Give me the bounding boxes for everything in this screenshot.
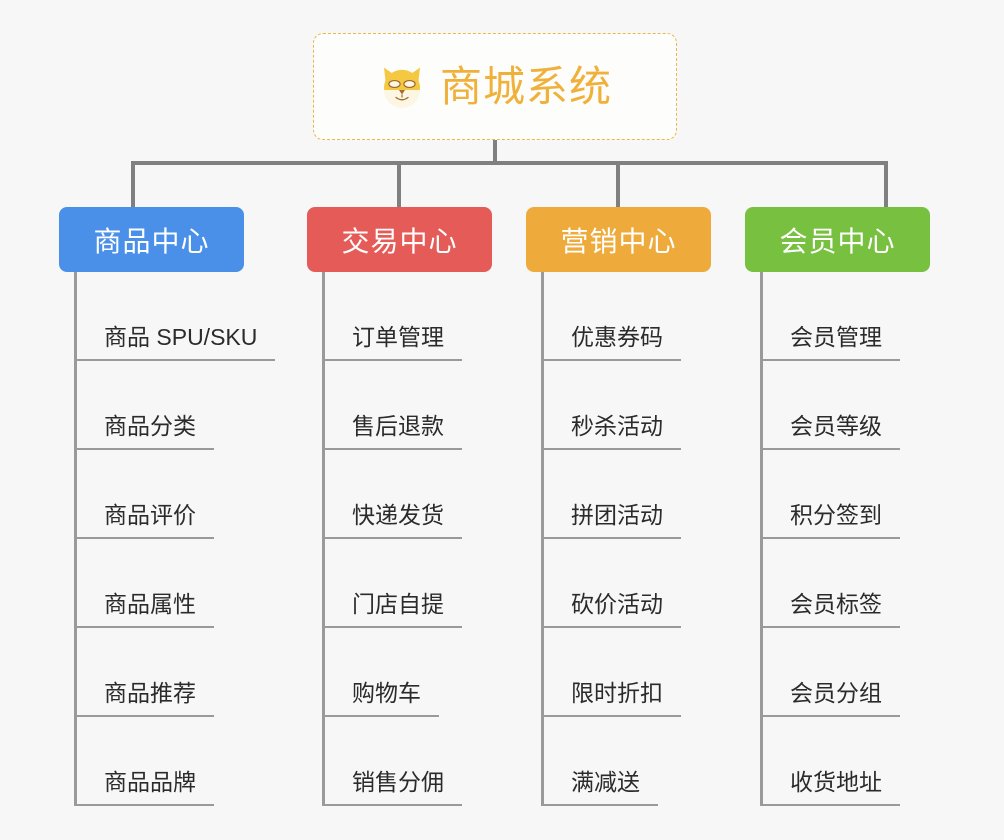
leaf-label: 购物车 [322, 680, 439, 717]
leaf-label: 拼团活动 [541, 502, 681, 539]
leaf-label: 限时折扣 [541, 680, 681, 717]
leaf-label: 售后退款 [322, 413, 462, 450]
leaf-item[interactable]: 商品分类 [59, 361, 275, 450]
leaf-item[interactable]: 商品属性 [59, 539, 275, 628]
leaf-item[interactable]: 砍价活动 [526, 539, 711, 628]
leaf-label: 优惠券码 [541, 324, 681, 361]
leaf-item[interactable]: 优惠券码 [526, 272, 711, 361]
leaf-item[interactable]: 门店自提 [307, 539, 492, 628]
branch-spine [760, 272, 763, 806]
branch-header-member-center[interactable]: 会员中心 [745, 207, 930, 272]
branch-body: 商品 SPU/SKU 商品分类 商品评价 商品属性 商品推荐 商品品牌 [59, 272, 276, 806]
leaf-item[interactable]: 商品评价 [59, 450, 275, 539]
leaf-label: 销售分佣 [322, 769, 462, 806]
leaf-item[interactable]: 商品品牌 [59, 717, 275, 806]
branch-column-product-center: 商品中心 商品 SPU/SKU 商品分类 商品评价 商品属性 商品推荐 商品品牌 [59, 207, 276, 806]
leaf-item[interactable]: 会员分组 [745, 628, 930, 717]
branch-header-label: 营销中心 [560, 225, 677, 257]
leaf-label: 商品评价 [74, 502, 214, 539]
branch-header-product-center[interactable]: 商品中心 [59, 207, 244, 272]
leaf-item[interactable]: 快递发货 [307, 450, 492, 539]
connector-drop-branch-3 [616, 161, 620, 207]
leaf-item[interactable]: 限时折扣 [526, 628, 711, 717]
leaf-item[interactable]: 购物车 [307, 628, 492, 717]
leaf-label: 会员管理 [760, 324, 900, 361]
leaf-label: 商品品牌 [74, 769, 214, 806]
leaf-label: 会员等级 [760, 413, 900, 450]
branch-column-marketing-center: 营销中心 优惠券码 秒杀活动 拼团活动 砍价活动 限时折扣 满减送 [526, 207, 711, 806]
branch-column-member-center: 会员中心 会员管理 会员等级 积分签到 会员标签 会员分组 收货地址 [745, 207, 930, 806]
branch-header-marketing-center[interactable]: 营销中心 [526, 207, 711, 272]
shiba-dog-face-icon [383, 67, 420, 108]
leaf-item[interactable]: 订单管理 [307, 272, 492, 361]
leaf-item[interactable]: 会员管理 [745, 272, 930, 361]
connector-horizontal-bus [132, 161, 887, 165]
root-title: 商城系统 [439, 62, 612, 110]
branch-spine [74, 272, 77, 806]
branch-header-label: 商品中心 [93, 225, 210, 257]
branch-column-trade-center: 交易中心 订单管理 售后退款 快递发货 门店自提 购物车 销售分佣 [307, 207, 492, 806]
root-node[interactable]: 商城系统 [313, 33, 677, 140]
branch-body: 优惠券码 秒杀活动 拼团活动 砍价活动 限时折扣 满减送 [526, 272, 711, 806]
leaf-item[interactable]: 会员等级 [745, 361, 930, 450]
leaf-label: 商品分类 [74, 413, 214, 450]
leaf-item[interactable]: 商品 SPU/SKU [59, 272, 276, 361]
leaf-item[interactable]: 会员标签 [745, 539, 930, 628]
leaf-label: 砍价活动 [541, 591, 681, 628]
branch-body: 订单管理 售后退款 快递发货 门店自提 购物车 销售分佣 [307, 272, 492, 806]
leaf-label: 会员分组 [760, 680, 900, 717]
leaf-item[interactable]: 秒杀活动 [526, 361, 711, 450]
branch-header-label: 会员中心 [779, 225, 896, 257]
leaf-label: 商品推荐 [74, 680, 214, 717]
branch-header-trade-center[interactable]: 交易中心 [307, 207, 492, 272]
connector-drop-branch-2 [397, 161, 401, 207]
leaf-label: 门店自提 [322, 591, 462, 628]
branch-spine [541, 272, 544, 806]
leaf-label: 会员标签 [760, 591, 900, 628]
leaf-label: 商品 SPU/SKU [74, 324, 276, 361]
leaf-item[interactable]: 售后退款 [307, 361, 492, 450]
branch-header-label: 交易中心 [341, 225, 458, 257]
leaf-item[interactable]: 收货地址 [745, 717, 930, 806]
connector-root-trunk [493, 140, 497, 164]
leaf-item[interactable]: 商品推荐 [59, 628, 275, 717]
branch-body: 会员管理 会员等级 积分签到 会员标签 会员分组 收货地址 [745, 272, 930, 806]
leaf-label: 满减送 [541, 769, 658, 806]
leaf-label: 收货地址 [760, 769, 900, 806]
branch-spine [322, 272, 325, 806]
leaf-item[interactable]: 满减送 [526, 717, 711, 806]
connector-drop-branch-4 [884, 161, 888, 207]
connector-drop-branch-1 [131, 161, 135, 207]
leaf-label: 商品属性 [74, 591, 214, 628]
leaf-label: 订单管理 [322, 324, 462, 361]
leaf-item[interactable]: 销售分佣 [307, 717, 492, 806]
leaf-item[interactable]: 拼团活动 [526, 450, 711, 539]
leaf-label: 积分签到 [760, 502, 900, 539]
leaf-label: 秒杀活动 [541, 413, 681, 450]
leaf-item[interactable]: 积分签到 [745, 450, 930, 539]
leaf-label: 快递发货 [322, 502, 462, 539]
